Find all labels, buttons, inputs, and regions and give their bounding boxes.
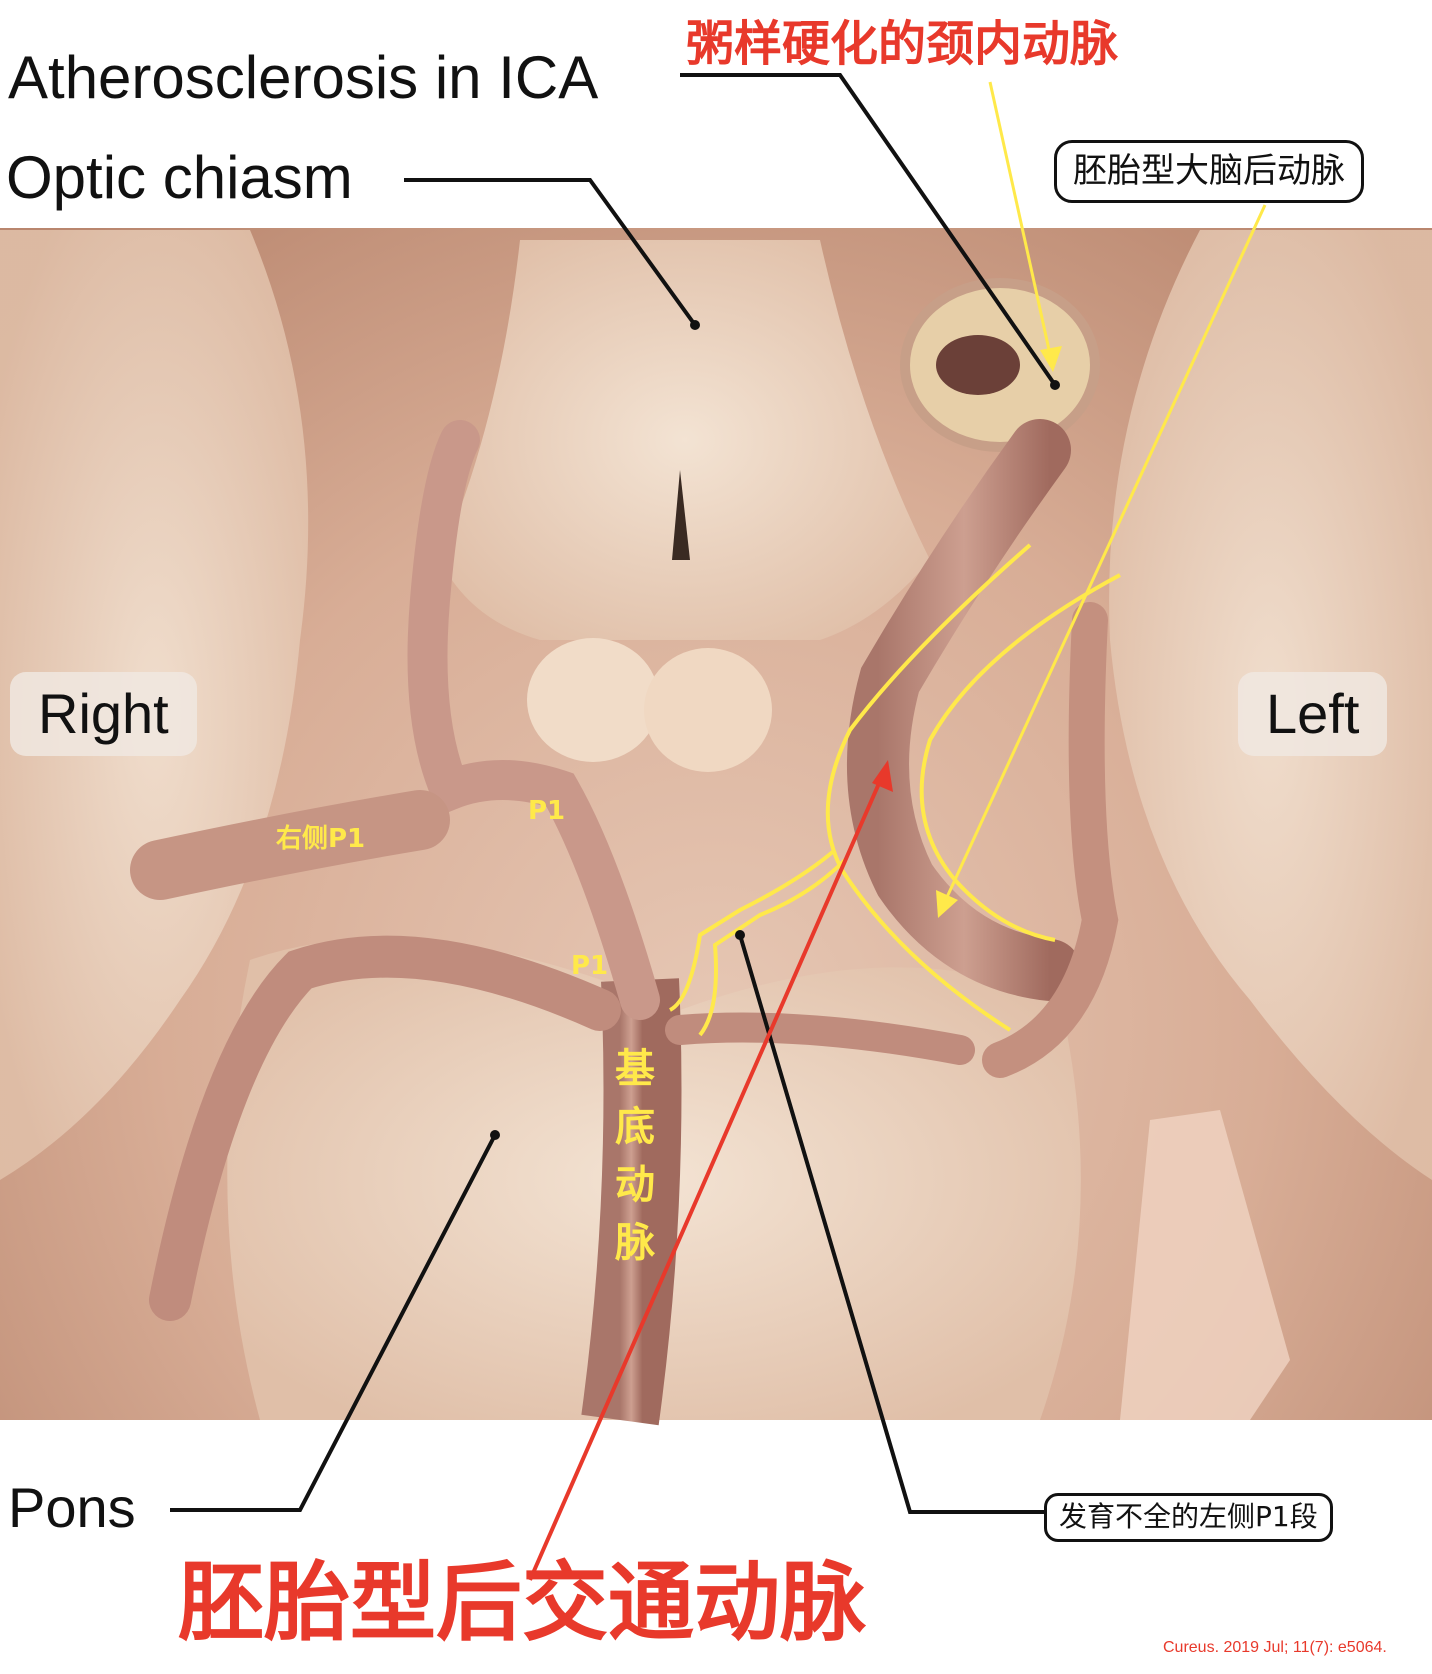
fetal-pcom-vessel: [847, 419, 1081, 1001]
hypoplastic-p1-leader: [738, 934, 1044, 1514]
fetal-pca-label: 胚胎型大脑后动脉: [1054, 140, 1364, 204]
p1-lower-label: P1: [571, 951, 609, 981]
mammillary-body-left: [644, 648, 772, 772]
optic-chiasm-leader: [404, 178, 697, 327]
right-sca-vessel: [149, 935, 621, 1321]
right-pcom-vessel: [130, 790, 450, 900]
pons-dot: [490, 1130, 500, 1140]
fetal-pcom-red-arrow: [528, 771, 886, 1581]
optic-chiasm-label: Optic chiasm: [6, 144, 353, 211]
fetal-pcom-title: 胚胎型后交通动脉: [178, 1553, 866, 1653]
atherosclerosis-leader: [680, 73, 1057, 387]
nerve-bundle: [1120, 1110, 1290, 1420]
hypoplastic-p1-outline: [668, 848, 847, 1037]
left-side-label: Left: [1238, 672, 1388, 756]
photo-bottom-white: [0, 1420, 1432, 1674]
right-p1-vessel: [407, 420, 660, 1020]
fetal-pcom-red-arrowhead: [872, 760, 893, 792]
citation: Cureus. 2019 Jul; 11(7): e5064.: [1163, 1639, 1387, 1656]
pons-leader: [170, 1134, 497, 1512]
hypoplastic-p1-dot: [735, 930, 745, 940]
optic-chiasm-tissue: [440, 240, 930, 640]
ica-chinese-label: 粥样硬化的颈内动脉: [686, 16, 1119, 72]
hypoplastic-left-p1-label: 发育不全的左侧P1段: [1044, 1493, 1333, 1542]
pons-label: Pons: [8, 1476, 136, 1539]
basilar-artery-label: 基底动脉: [615, 1046, 655, 1266]
fetal-pcom-outline-inner: [919, 573, 1121, 942]
atherosclerosis-dot: [1050, 380, 1060, 390]
p1-upper-label: P1: [528, 796, 566, 826]
chiasm-notch: [672, 470, 690, 560]
right-side-label: Right: [10, 672, 197, 756]
left-pca-vessel: [982, 602, 1119, 1078]
fetal-pca-yellow-arrow: [940, 204, 1267, 909]
right-p1-label: 右侧P1: [276, 824, 366, 854]
atherosclerosis-ica-label: Atherosclerosis in ICA: [8, 44, 599, 111]
fetal-pca-yellow-arrowhead: [936, 890, 958, 918]
left-sca-vessel: [665, 1012, 975, 1065]
ica-yellow-arrow: [988, 81, 1055, 369]
mammillary-body-right: [527, 638, 659, 762]
ica-yellow-arrowhead: [1040, 346, 1062, 372]
fetal-pcom-outline-outer: [825, 543, 1032, 1032]
optic-chiasm-dot: [690, 320, 700, 330]
ica-plaque: [936, 335, 1020, 395]
